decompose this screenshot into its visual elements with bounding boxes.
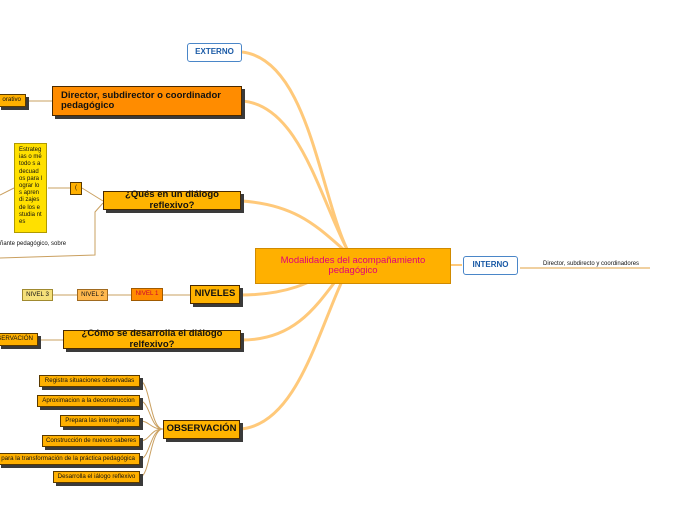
director-left-node[interactable]: orativo (0, 94, 26, 107)
nivel1-node[interactable]: NIVEL 1 (131, 288, 163, 301)
director-node[interactable]: Director, subdirector o coordinador peda… (52, 86, 242, 116)
nivel2-node[interactable]: NIVEL 2 (77, 289, 108, 301)
central-node[interactable]: Modalidades del acompañamiento pedagógic… (255, 248, 451, 284)
que-es-node[interactable]: ¿Qués en un diálogo reflexivo? (103, 189, 241, 210)
link-externo (241, 50, 352, 256)
link-que-es (241, 199, 351, 257)
obs-item[interactable]: Desarrolla el iálogo reflexivo (53, 471, 140, 483)
link-observacion (239, 264, 352, 431)
nivel3-node[interactable]: NIVEL 3 (22, 289, 53, 301)
como-node[interactable]: ¿Cómo se desarrolla el diálogo relfexivo… (63, 328, 241, 349)
observacion-node[interactable]: OBSERVACIÓN (163, 420, 240, 439)
link-obs-items (139, 380, 164, 478)
interno-child-label: Director, subdirecto y coordinadores (543, 261, 640, 267)
obs-item[interactable]: Aproximacion a la deconstruccion (37, 395, 140, 407)
obs-item[interactable]: Prepara las interrogantes (60, 415, 140, 427)
link-que-small (81, 187, 104, 202)
plain-text-label: ñante pedagógico, sobre (0, 241, 67, 247)
como-left-node[interactable]: SERVACIÓN (0, 333, 38, 346)
obs-item[interactable]: Construcción de nuevos saberes (42, 435, 140, 447)
link-strategy-left (0, 187, 15, 196)
obs-item[interactable]: Registra situaciones observadas (39, 375, 140, 387)
externo-node[interactable]: EXTERNO (187, 43, 242, 62)
niveles-node[interactable]: NIVELES (190, 285, 240, 304)
obs-item[interactable]: para la transformación de la práctica pe… (0, 453, 140, 465)
que-es-small-node[interactable]: ( (70, 182, 82, 195)
link-plain (0, 202, 104, 259)
strategy-box[interactable]: Estrateg ias o método s adecuad os para … (14, 143, 47, 233)
interno-node[interactable]: INTERNO (463, 256, 518, 275)
link-director (241, 99, 352, 256)
